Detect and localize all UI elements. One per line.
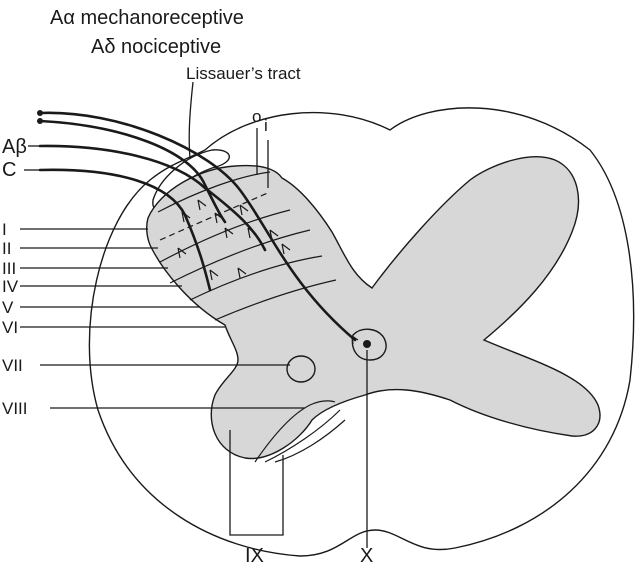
lamina-vii-label: VII: [2, 356, 23, 375]
lamina-i-label: I: [2, 220, 7, 239]
a-delta-label: Aδ nociceptive: [91, 36, 221, 58]
a-beta-label: Aβ: [2, 136, 27, 158]
outer-label: o: [252, 107, 261, 126]
lamina-iv-label: IV: [2, 277, 19, 296]
lamina-viii-label: VIII: [2, 399, 28, 418]
a-alpha-label: Aα mechanoreceptive: [50, 7, 244, 29]
lamina-vi-label: VI: [2, 318, 18, 337]
lamina-iii-label: III: [2, 259, 16, 278]
inner-label: i: [264, 116, 268, 135]
lamina-v-label: V: [2, 298, 14, 317]
lissauer-label: Lissauer’s tract: [186, 64, 301, 83]
lamina-ii-label: II: [2, 239, 11, 258]
c-label: C: [2, 159, 16, 181]
lissauer-leader: [189, 82, 193, 158]
lamina-x-label: X: [360, 545, 373, 567]
central-canal-dot: [363, 340, 371, 348]
lamina-ix-label: IX: [245, 545, 264, 567]
